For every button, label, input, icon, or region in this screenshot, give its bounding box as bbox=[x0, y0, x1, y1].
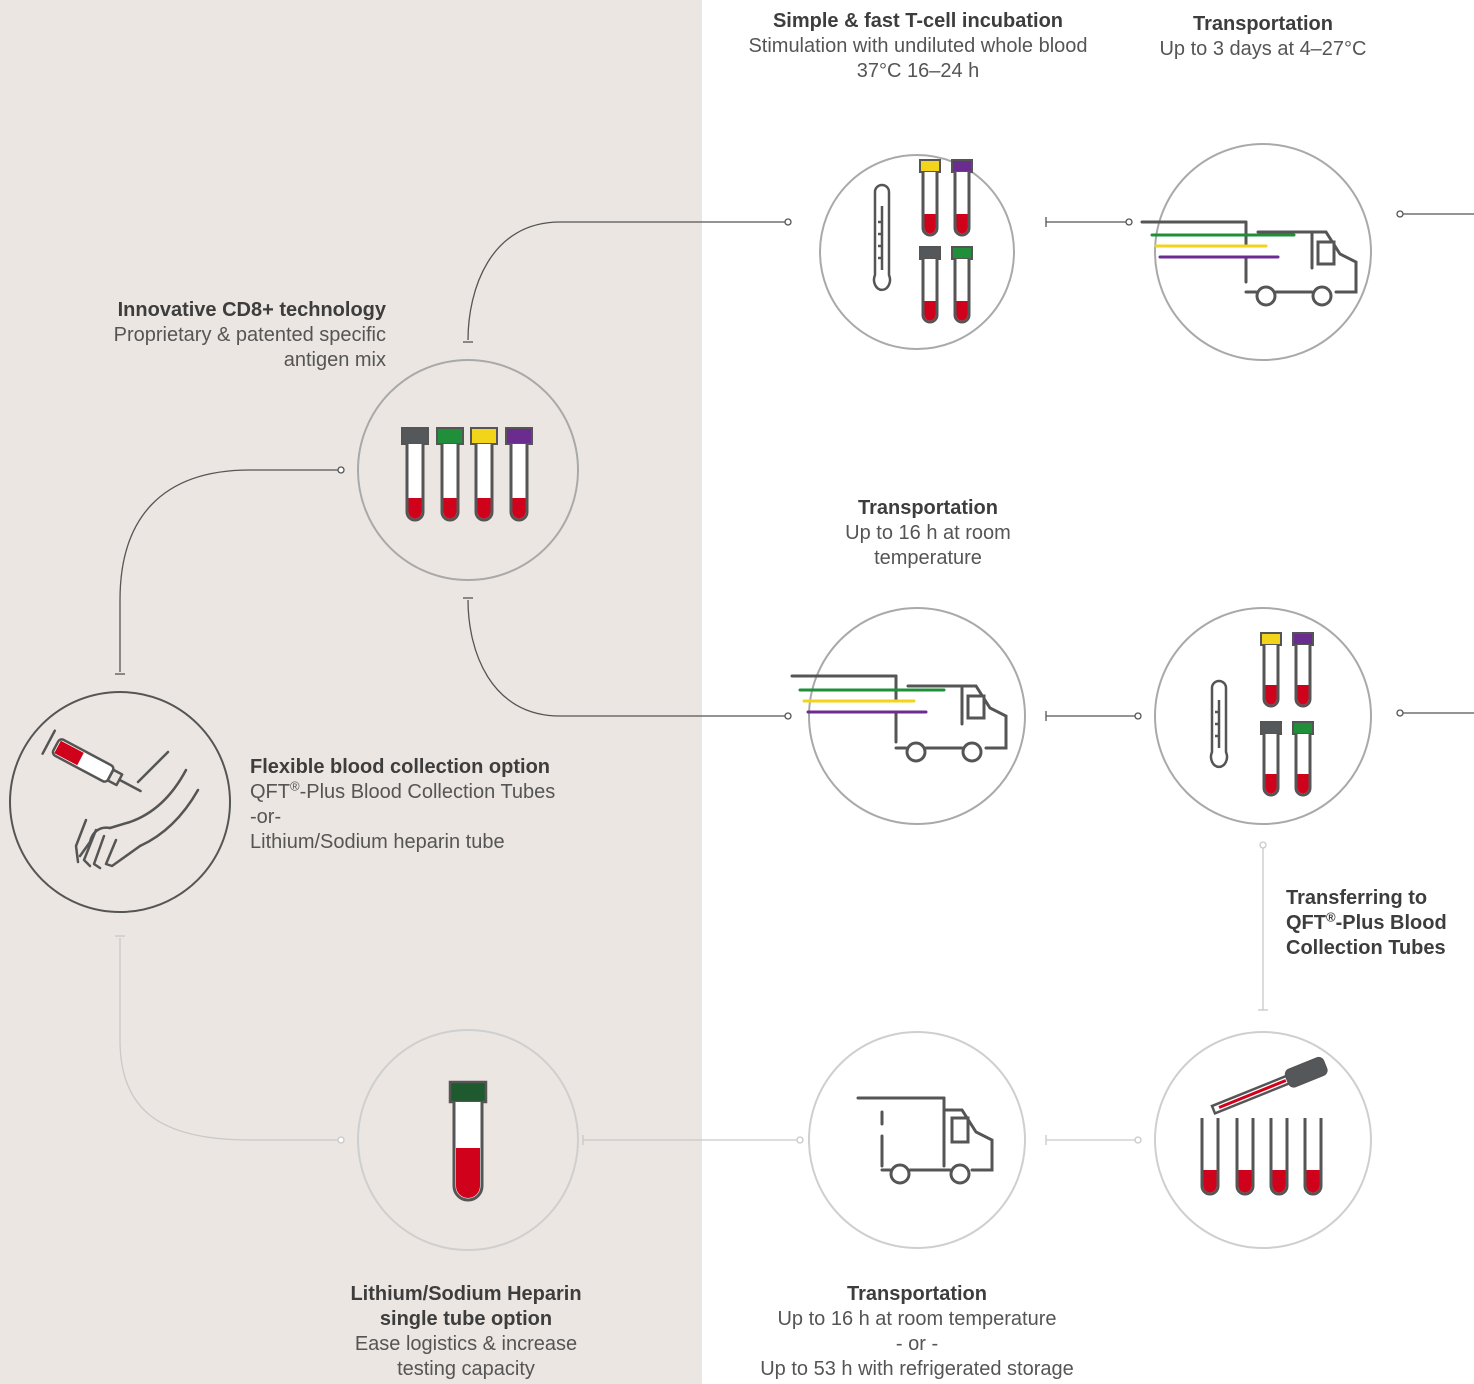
label-incubation-line2: 37°C 16–24 h bbox=[856, 60, 980, 82]
node-pipette-circle bbox=[1154, 1031, 1372, 1249]
label-cd8-line2: antigen mix bbox=[283, 349, 386, 371]
delivery-truck-icon bbox=[790, 674, 1008, 763]
node-circles bbox=[9, 143, 1372, 1251]
label-incubation: Simple & fast T-cell incubation Stimulat… bbox=[712, 9, 1124, 84]
connector-cd8-to-incubation bbox=[467, 221, 785, 341]
label-transport-top-line1: Up to 3 days at 4–27°C bbox=[1159, 38, 1367, 60]
delivery-truck-icon bbox=[856, 1096, 994, 1185]
node-incubation2-circle bbox=[1154, 607, 1372, 825]
node-transport-mid-circle bbox=[808, 607, 1026, 825]
thermometer-tubes-icon bbox=[872, 159, 973, 324]
label-collection-line3: Lithium/Sodium heparin tube bbox=[250, 831, 505, 853]
label-cd8-title: Innovative CD8+ technology bbox=[117, 299, 386, 321]
single-tube-icon bbox=[448, 1080, 488, 1202]
label-cd8-line1: Proprietary & patented specific bbox=[113, 324, 386, 346]
label-collection: Flexible blood collection option QFT®-Pl… bbox=[250, 755, 670, 855]
node-hand-circle bbox=[9, 691, 231, 913]
label-transport-mid-line2: temperature bbox=[874, 547, 982, 569]
label-transfer-line1: Transferring to bbox=[1286, 887, 1428, 909]
connector-hand-to-heparin bbox=[119, 938, 338, 1141]
label-incubation-line1: Stimulation with undiluted whole blood bbox=[748, 35, 1088, 57]
label-transport-bottom-title: Transportation bbox=[846, 1283, 987, 1305]
node-cd8-circle bbox=[357, 359, 579, 581]
label-collection-line2: -or- bbox=[250, 806, 282, 828]
label-transport-bottom-line2: - or - bbox=[895, 1333, 939, 1355]
four-tubes-icon bbox=[401, 427, 533, 522]
label-heparin-line1: Ease logistics & increase bbox=[354, 1333, 578, 1355]
thermometer-tubes-icon bbox=[1209, 632, 1314, 797]
hand-blood-draw-icon bbox=[41, 729, 200, 870]
delivery-truck-icon bbox=[1140, 220, 1358, 307]
label-collection-line1: QFT®-Plus Blood Collection Tubes bbox=[250, 778, 556, 803]
label-incubation-title: Simple & fast T-cell incubation bbox=[772, 10, 1064, 32]
node-incubation-circle bbox=[819, 154, 1015, 350]
label-transfer: Transferring to QFT®-Plus Blood Collecti… bbox=[1286, 886, 1474, 961]
label-heparin-title2: single tube option bbox=[379, 1308, 553, 1330]
node-transport-bottom-circle bbox=[808, 1031, 1026, 1249]
label-transfer-line3: Collection Tubes bbox=[1286, 937, 1446, 959]
connector-hand-to-cd8 bbox=[119, 469, 338, 672]
label-transport-mid-line1: Up to 16 h at room bbox=[845, 522, 1011, 544]
label-heparin-title1: Lithium/Sodium Heparin bbox=[350, 1283, 582, 1305]
label-transfer-line2: QFT®-Plus Blood bbox=[1286, 909, 1447, 934]
label-transport-top-title: Transportation bbox=[1192, 13, 1333, 35]
label-heparin: Lithium/Sodium Heparin single tube optio… bbox=[316, 1282, 616, 1382]
label-transport-mid: Transportation Up to 16 h at room temper… bbox=[800, 496, 1056, 571]
label-transport-bottom-line3: Up to 53 h with refrigerated storage bbox=[760, 1358, 1074, 1380]
label-transport-bottom-line1: Up to 16 h at room temperature bbox=[777, 1308, 1057, 1330]
label-transport-bottom: Transportation Up to 16 h at room temper… bbox=[726, 1282, 1108, 1382]
label-heparin-line2: testing capacity bbox=[397, 1358, 535, 1380]
pipette-tubes-icon bbox=[1200, 1056, 1328, 1196]
connector-cd8-to-transport-mid bbox=[467, 599, 785, 717]
label-cd8: Innovative CD8+ technology Proprietary &… bbox=[40, 298, 386, 373]
node-heparin-circle bbox=[357, 1029, 579, 1251]
label-collection-title: Flexible blood collection option bbox=[250, 756, 550, 778]
connectors bbox=[115, 210, 1474, 1145]
node-transport-top-circle bbox=[1154, 143, 1372, 361]
label-transport-mid-title: Transportation bbox=[857, 497, 998, 519]
label-transport-top: Transportation Up to 3 days at 4–27°C bbox=[1132, 12, 1394, 62]
